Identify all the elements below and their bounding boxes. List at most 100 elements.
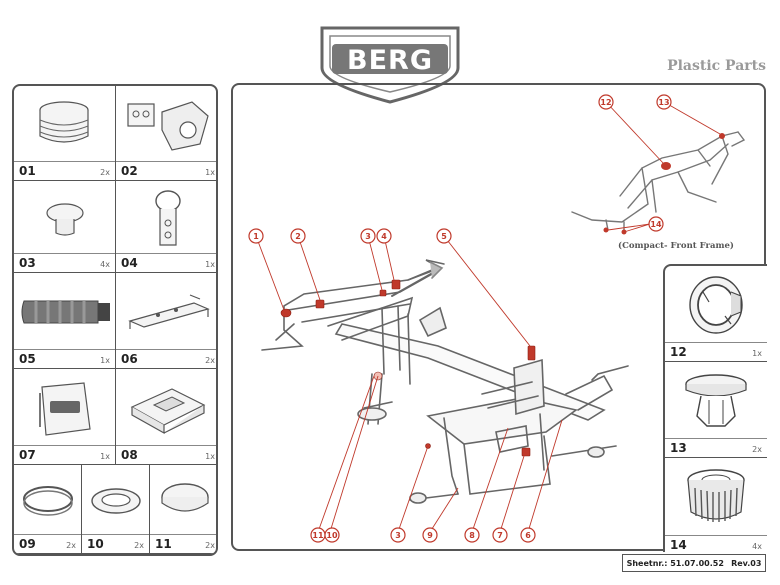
svg-text:8: 8 (469, 531, 475, 540)
part-number: 13 (670, 441, 687, 455)
inset-callout-13: 13 (656, 94, 672, 110)
part-number: 03 (19, 256, 36, 270)
inset-callout-12: 12 (598, 94, 614, 110)
part-number: 12 (670, 345, 687, 359)
assembly-diagram: 1 2 3 4 5 11 10 3 9 8 7 6 (248, 94, 746, 543)
part-quantity: 1x (100, 452, 110, 461)
svg-text:4: 4 (381, 232, 387, 241)
part-number: 08 (121, 448, 138, 462)
part-cell-06: 06 2x (116, 273, 216, 369)
part-quantity: 1x (205, 260, 215, 269)
part-number: 06 (121, 352, 138, 366)
front-frame-inset: 12 13 14 (Compact- Front Frame) (571, 94, 746, 251)
svg-text:2: 2 (295, 232, 301, 241)
part-cell-04: 04 1x (116, 181, 216, 273)
callout-9: 9 (422, 527, 438, 543)
part-cell-07: 07 1x (14, 369, 116, 465)
part-number: 02 (121, 164, 138, 178)
callout-6: 6 (520, 527, 536, 543)
svg-text:7: 7 (497, 531, 503, 540)
brand-text: BERG (347, 45, 433, 76)
part-quantity: 1x (205, 168, 215, 177)
mounting-plate-icon (128, 294, 210, 329)
revision: Rev.03 (731, 558, 762, 568)
part-cell-09: 09 2x (14, 465, 82, 554)
part-quantity: 4x (100, 260, 110, 269)
part-cell-02: 02 1x (116, 86, 216, 181)
callout-leaders (255, 235, 563, 533)
svg-text:10: 10 (326, 531, 338, 540)
callout-5: 5 (436, 228, 452, 244)
part-number: 09 (19, 537, 36, 551)
svg-text:5: 5 (441, 232, 447, 241)
ribbed-bushing-icon (687, 469, 745, 522)
part-cell-10: 10 2x (82, 465, 150, 554)
part-number: 05 (19, 352, 36, 366)
part-quantity: 2x (66, 541, 76, 550)
svg-text:9: 9 (427, 531, 433, 540)
callout-4: 4 (376, 228, 392, 244)
clamp-block-icon (127, 101, 209, 151)
part-cell-12: 12 1x (665, 266, 767, 362)
callout-8: 8 (464, 527, 480, 543)
inset-caption: (Compact- Front Frame) (618, 240, 734, 251)
callout-markers: 1 2 3 4 5 11 10 3 9 8 7 6 (248, 228, 536, 543)
handle-grip-icon (21, 300, 110, 324)
part-cell-11: 11 2x (150, 465, 216, 554)
bearing-ring-icon (689, 276, 743, 334)
svg-text:11: 11 (312, 531, 324, 540)
part-cell-08: 08 1x (116, 369, 216, 465)
highlighted-plastic-parts (280, 279, 536, 457)
part-quantity: 2x (100, 168, 110, 177)
callout-3-top: 3 (360, 228, 376, 244)
part-quantity: 1x (100, 356, 110, 365)
inset-callout-14: 14 (648, 216, 664, 232)
tube-clip-icon (155, 190, 181, 246)
callout-2: 2 (290, 228, 306, 244)
part-quantity: 4x (752, 542, 762, 551)
sheet-number-box: Sheetnr.: 51.07.00.52 Rev.03 (622, 554, 766, 572)
callout-10: 10 (324, 527, 340, 543)
split-ring-icon (23, 486, 73, 516)
part-cell-13: 13 2x (665, 362, 767, 458)
svg-text:12: 12 (600, 98, 611, 107)
push-rivet-icon (685, 374, 747, 427)
part-number: 01 (19, 164, 36, 178)
part-number: 10 (87, 537, 104, 551)
svg-text:3: 3 (365, 232, 371, 241)
callout-1: 1 (248, 228, 264, 244)
end-cap-icon (39, 101, 89, 143)
part-cell-14: 14 4x (665, 458, 767, 554)
kart-frame-drawing (261, 259, 629, 504)
callout-3-bottom: 3 (390, 527, 406, 543)
part-number: 07 (19, 448, 36, 462)
part-cell-03: 03 4x (14, 181, 116, 273)
part-number: 11 (155, 537, 172, 551)
part-number: 14 (670, 538, 687, 552)
svg-text:6: 6 (525, 531, 531, 540)
sheet-number: Sheetnr.: 51.07.00.52 (626, 558, 724, 568)
parts-panel-right: 12 1x 13 2x 14 4x (663, 264, 767, 552)
part-quantity: 1x (752, 349, 762, 358)
seat-bracket-icon (130, 388, 206, 435)
part-quantity: 2x (205, 356, 215, 365)
page-title: Plastic Parts (667, 58, 766, 74)
part-quantity: 1x (205, 452, 215, 461)
washer-ring-icon (91, 488, 141, 514)
parts-grid-left: 01 2x 02 1x 03 4x 04 1x (12, 84, 218, 556)
part-number: 04 (121, 256, 138, 270)
callout-7: 7 (492, 527, 508, 543)
badge-plate-icon (39, 382, 91, 436)
part-cell-01: 01 2x (14, 86, 116, 181)
callout-11: 11 (310, 527, 326, 543)
round-cap-icon (46, 203, 84, 236)
svg-text:14: 14 (650, 220, 662, 229)
part-quantity: 2x (134, 541, 144, 550)
svg-text:1: 1 (253, 232, 259, 241)
part-cell-05: 05 1x (14, 273, 116, 369)
svg-text:3: 3 (395, 531, 401, 540)
svg-text:13: 13 (658, 98, 669, 107)
part-quantity: 2x (752, 445, 762, 454)
flat-cap-icon (161, 483, 209, 512)
part-quantity: 2x (205, 541, 215, 550)
